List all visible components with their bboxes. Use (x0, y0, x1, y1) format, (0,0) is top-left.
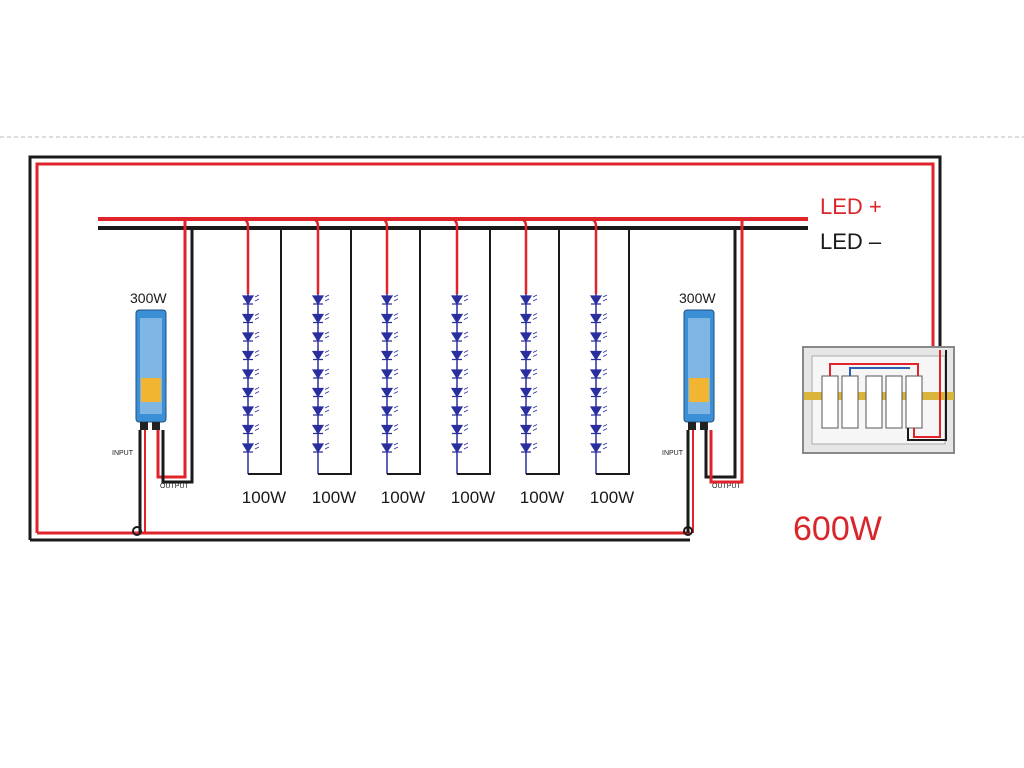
led-diode-icon (311, 443, 325, 454)
led-diode-icon (519, 387, 533, 398)
led-diode-icon (450, 313, 464, 324)
led-diode-icon (241, 350, 255, 361)
led-negative-label: LED – (820, 229, 882, 254)
led-diode-icon (241, 369, 255, 380)
led-diode-icon (311, 313, 325, 324)
led-diode-icon (311, 295, 325, 306)
driver-left-power-label: 300W (130, 290, 167, 306)
driver-right-output-label: OUTPUT (712, 483, 742, 490)
led-diode-icon (589, 369, 603, 380)
led-diode-icon (380, 443, 394, 454)
led-diode-icon (589, 295, 603, 306)
led-diode-icon (589, 424, 603, 435)
strip-power-label: 100W (590, 488, 634, 507)
led-diode-icon (519, 332, 533, 343)
led-diode-icon (450, 369, 464, 380)
driver-left: 300W INPUT OUTPUT (112, 219, 194, 536)
led-diode-icon (450, 332, 464, 343)
led-diode-icon (241, 295, 255, 306)
led-diode-icon (380, 424, 394, 435)
led-diode-icon (380, 369, 394, 380)
led-diode-icon (519, 424, 533, 435)
led-strip: 100W (450, 217, 495, 507)
led-diode-icon (519, 350, 533, 361)
led-diode-icon (589, 443, 603, 454)
led-diode-icon (241, 332, 255, 343)
driver-left-output-label: OUTPUT (160, 483, 190, 490)
led-diode-icon (241, 424, 255, 435)
total-power-label: 600W (793, 510, 882, 548)
led-positive-label: LED + (820, 194, 882, 219)
strip-power-label: 100W (381, 488, 425, 507)
led-diode-icon (519, 313, 533, 324)
led-strips: 100W 100W 100W 100W 100W 100W (241, 217, 634, 507)
led-diode-icon (241, 406, 255, 417)
led-diode-icon (450, 387, 464, 398)
led-strip: 100W (589, 217, 634, 507)
led-diode-icon (589, 387, 603, 398)
led-diode-icon (519, 443, 533, 454)
led-diode-icon (311, 387, 325, 398)
driver-left-input-label: INPUT (112, 450, 134, 457)
led-diode-icon (380, 406, 394, 417)
led-diode-icon (450, 424, 464, 435)
led-diode-icon (450, 295, 464, 306)
led-diode-icon (589, 313, 603, 324)
led-diode-icon (380, 295, 394, 306)
led-diode-icon (311, 369, 325, 380)
led-strip: 100W (311, 217, 356, 507)
led-diode-icon (311, 406, 325, 417)
led-diode-icon (380, 313, 394, 324)
led-strip: 100W (519, 217, 564, 507)
led-diode-icon (380, 350, 394, 361)
led-diode-icon (450, 350, 464, 361)
led-diode-icon (519, 406, 533, 417)
led-diode-icon (589, 332, 603, 343)
driver-right-power-label: 300W (679, 290, 716, 306)
led-diode-icon (241, 443, 255, 454)
led-diode-icon (519, 295, 533, 306)
led-strip: 100W (380, 217, 425, 507)
led-diode-icon (450, 406, 464, 417)
led-diode-icon (589, 406, 603, 417)
driver-right-input-label: INPUT (662, 450, 684, 457)
led-diode-icon (380, 332, 394, 343)
led-diode-icon (380, 387, 394, 398)
led-diode-icon (519, 369, 533, 380)
led-diode-icon (311, 332, 325, 343)
led-diode-icon (450, 443, 464, 454)
strip-power-label: 100W (242, 488, 286, 507)
led-diode-icon (589, 350, 603, 361)
led-diode-icon (311, 424, 325, 435)
led-diode-icon (241, 313, 255, 324)
strip-power-label: 100W (520, 488, 564, 507)
driver-right: 300W INPUT OUTPUT (662, 219, 744, 536)
strip-power-label: 100W (312, 488, 356, 507)
led-strip: 100W (241, 217, 286, 507)
led-diode-icon (241, 387, 255, 398)
led-diode-icon (311, 350, 325, 361)
breaker-box (802, 346, 955, 454)
strip-power-label: 100W (451, 488, 495, 507)
